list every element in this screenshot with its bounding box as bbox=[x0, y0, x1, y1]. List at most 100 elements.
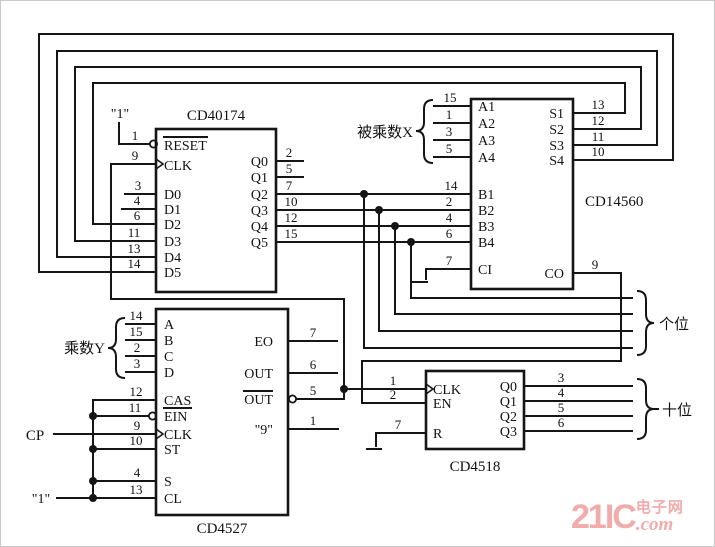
pin-clk2-label: CLK bbox=[164, 428, 192, 443]
pin-a-label: A bbox=[164, 318, 175, 333]
pin-d0-number: 3 bbox=[135, 178, 142, 193]
cd14560-pin-names: A1 A2 A3 A4 B1 B2 B3 B4 CI S1 S2 S3 S4 C… bbox=[478, 100, 564, 282]
pin-d-label: D bbox=[164, 366, 174, 381]
pin-outbar-number: 5 bbox=[310, 383, 317, 398]
pin-q0-number: 2 bbox=[286, 145, 293, 160]
pin-cas-label: CAS bbox=[164, 394, 191, 409]
pin-b2-label: B2 bbox=[478, 204, 494, 219]
pin-clk3-number: 1 bbox=[390, 373, 397, 388]
pin-q2b-label: Q2 bbox=[500, 410, 517, 425]
pin-clk-number: 9 bbox=[132, 148, 139, 163]
pin-q5-label: Q5 bbox=[251, 236, 268, 251]
cd40174-pin-names: RESET CLK D0 D1 D2 D3 D4 D5 Q0 Q1 Q2 Q3 … bbox=[163, 136, 268, 281]
pin-reset-label: RESET bbox=[164, 139, 207, 154]
pin-b-label: B bbox=[164, 334, 173, 349]
pin-r-number: 7 bbox=[395, 417, 402, 432]
watermark-right: 电子网 .com bbox=[635, 499, 684, 535]
pin-q3-number: 10 bbox=[285, 194, 298, 209]
cd4518-pin-numbers: 1 2 7 3 4 5 6 bbox=[390, 370, 565, 432]
pin-outbar-label: OUT bbox=[244, 393, 273, 408]
pin-s2-number: 12 bbox=[592, 113, 605, 128]
pin-q1b-number: 4 bbox=[558, 385, 565, 400]
pin-q0b-number: 3 bbox=[558, 370, 565, 385]
pin-a2-number: 1 bbox=[446, 107, 453, 122]
multiplier-y-label: 乘数Y bbox=[64, 340, 105, 357]
units-digit-wires bbox=[363, 194, 633, 349]
braces bbox=[107, 99, 659, 440]
pin-q1-number: 5 bbox=[286, 161, 293, 176]
pin-r-label: R bbox=[433, 427, 443, 442]
logic-one-top-label: "1" bbox=[111, 107, 129, 122]
pin-s1-label: S1 bbox=[549, 107, 564, 122]
tens-brace bbox=[636, 378, 655, 440]
chip-cd4518-label: CD4518 bbox=[450, 459, 501, 475]
watermark-domain: .com bbox=[635, 514, 674, 535]
pin-s4-label: S4 bbox=[549, 154, 564, 169]
pin-d5-number: 14 bbox=[128, 256, 142, 271]
cd4527-pin-numbers: 14 15 2 3 12 11 9 10 4 13 7 6 5 1 bbox=[129, 308, 317, 497]
pin-a2-label: A2 bbox=[478, 117, 495, 132]
pin-st-number: 10 bbox=[130, 433, 143, 448]
pin-eo-number: 7 bbox=[310, 325, 317, 340]
pin-b2-number: 2 bbox=[446, 194, 453, 209]
pin-b3-label: B3 bbox=[478, 220, 494, 235]
pin-en-label: EN bbox=[433, 397, 452, 412]
tens-counter-io-wires bbox=[344, 385, 633, 450]
pin-q1-label: Q1 bbox=[251, 171, 268, 186]
pin-st-label: ST bbox=[164, 443, 181, 458]
pin-ci-label: CI bbox=[478, 263, 492, 278]
pin-s3-number: 11 bbox=[592, 129, 605, 144]
chip-cd14560-label: CD14560 bbox=[585, 194, 643, 210]
rate-multiplier-io-wires bbox=[53, 323, 344, 499]
pin-clk3-label: CLK bbox=[433, 383, 461, 398]
pin-q2-number: 7 bbox=[286, 178, 293, 193]
pin-q0-label: Q0 bbox=[251, 155, 268, 170]
pin-cl-number: 13 bbox=[130, 482, 143, 497]
pin-q3-label: Q3 bbox=[251, 204, 268, 219]
watermark-site-name: 电子网 bbox=[635, 499, 684, 516]
units-digit-label: 个位 bbox=[659, 316, 689, 333]
chip-cd14560-body bbox=[469, 97, 575, 291]
pin-d1-label: D1 bbox=[164, 203, 181, 218]
pin-d3-label: D3 bbox=[164, 235, 181, 250]
pin-ein-number: 11 bbox=[129, 400, 142, 415]
cd40174-pin-numbers: 1 9 3 4 6 11 13 14 2 5 7 10 12 15 bbox=[128, 128, 298, 271]
adder-io-wires bbox=[361, 105, 622, 404]
pin-co-number: 9 bbox=[592, 257, 599, 272]
pin-s1-number: 13 bbox=[592, 97, 605, 112]
pin-q0b-label: Q0 bbox=[500, 380, 517, 395]
pin-s3-label: S3 bbox=[549, 139, 564, 154]
pin-d4-number: 13 bbox=[128, 241, 141, 256]
pin-b1-number: 14 bbox=[445, 178, 459, 193]
pin-c-label: C bbox=[164, 350, 173, 365]
pin-clk-label: CLK bbox=[164, 159, 192, 174]
feedback-wires-s-to-d bbox=[38, 33, 674, 273]
chip-cd4527-label: CD4527 bbox=[197, 521, 248, 537]
tens-digit-label: 十位 bbox=[662, 402, 692, 419]
pin-b-number: 15 bbox=[130, 324, 143, 339]
cd4518-pin-names: CLK EN R Q0 Q1 Q2 Q3 bbox=[433, 380, 517, 442]
pin-reset-number: 1 bbox=[132, 128, 139, 143]
pin-d0-label: D0 bbox=[164, 188, 181, 203]
pin-a4-number: 5 bbox=[446, 141, 453, 156]
pin-b4-number: 6 bbox=[446, 226, 453, 241]
pin-d-number: 3 bbox=[134, 356, 141, 371]
pin-a3-label: A3 bbox=[478, 134, 495, 149]
pin-d5-label: D5 bbox=[164, 266, 181, 281]
pin-c-number: 2 bbox=[134, 340, 141, 355]
pin-out-label: OUT bbox=[244, 367, 273, 382]
pin-out-number: 6 bbox=[310, 357, 317, 372]
cp-label: CP bbox=[26, 428, 44, 444]
multiplier-brace bbox=[107, 317, 126, 379]
pin-d4-label: D4 bbox=[164, 251, 181, 266]
pin-a1-number: 15 bbox=[444, 90, 457, 105]
pin-ein-label: EIN bbox=[164, 410, 187, 425]
pin-d2-number: 6 bbox=[134, 208, 141, 223]
pin-b3-number: 4 bbox=[446, 210, 453, 225]
pin-q2b-number: 5 bbox=[558, 400, 565, 415]
pin-b1-label: B1 bbox=[478, 188, 494, 203]
pin-s2-label: S2 bbox=[549, 123, 564, 138]
pin-a1-label: A1 bbox=[478, 100, 495, 115]
chip-cd40174-body bbox=[154, 127, 278, 294]
